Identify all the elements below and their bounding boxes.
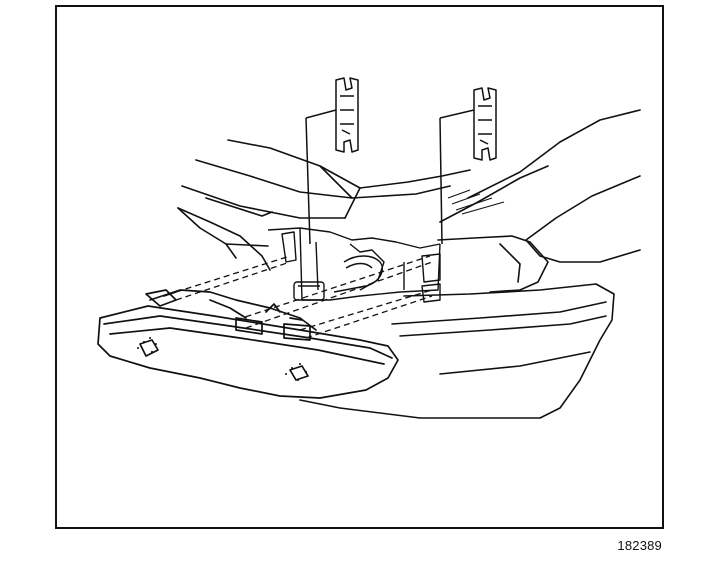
headlamp-housing <box>149 289 317 331</box>
diagram-frame <box>55 5 664 529</box>
headlamp-opening <box>267 227 441 303</box>
air-duct <box>333 255 384 293</box>
shading-hatches <box>447 189 505 215</box>
clip-callout-left <box>305 77 359 245</box>
headlamp-lens <box>97 305 399 399</box>
retainer-clip-icon <box>473 87 497 161</box>
front-fascia <box>299 283 615 419</box>
bulb-socket-right <box>289 365 309 381</box>
retainer-clip-icon <box>335 77 359 153</box>
figure-reference-number: 182389 <box>617 538 662 553</box>
alignment-lines <box>175 255 433 339</box>
electrical-connector <box>293 281 325 301</box>
vehicle-body <box>177 109 641 419</box>
hood-front-edge <box>195 159 451 199</box>
clip-callout-right <box>439 87 497 245</box>
left-fender <box>177 207 271 271</box>
lens-texture <box>137 337 308 381</box>
right-fender <box>467 109 641 199</box>
headlamp-assembly <box>97 289 399 399</box>
bulb-socket-left <box>139 339 159 357</box>
